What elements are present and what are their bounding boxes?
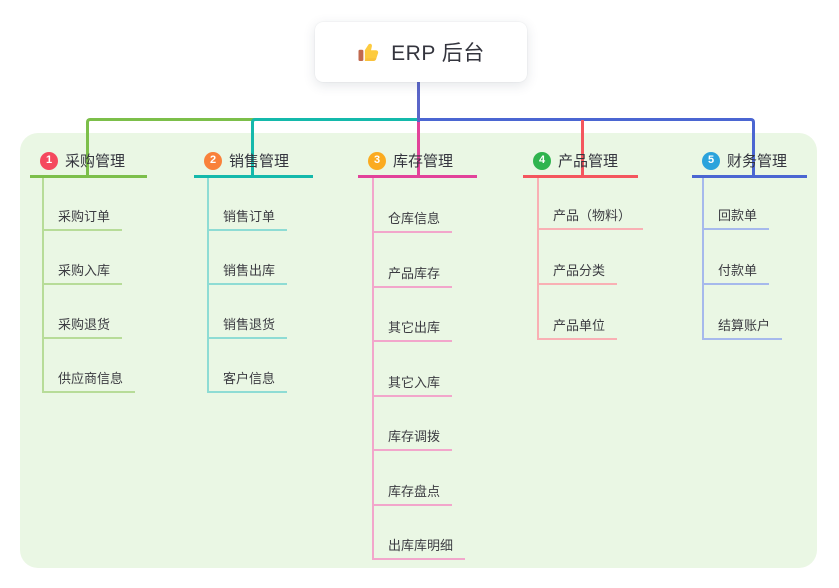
thumbs-up-icon (357, 40, 381, 64)
branch-node-label: 财务管理 (727, 153, 788, 170)
child-node[interactable]: 仓库信息 (372, 207, 453, 233)
branch-node-库存管理[interactable]: 3 库存管理 (358, 146, 477, 178)
branch-connector-line (581, 120, 584, 178)
branch-number-badge: 1 (40, 151, 58, 170)
root-node[interactable]: ERP 后台 (315, 22, 527, 82)
child-node[interactable]: 结算账户 (702, 314, 783, 340)
child-node[interactable]: 库存盘点 (372, 480, 453, 506)
branch-node-label: 采购管理 (65, 153, 126, 170)
branch-number-badge: 3 (368, 151, 386, 170)
child-node[interactable]: 采购入库 (42, 259, 123, 285)
branch-children-spine (537, 178, 539, 340)
child-node[interactable]: 销售出库 (207, 259, 288, 285)
branch-connector-line (419, 118, 755, 178)
child-node[interactable]: 销售订单 (207, 205, 288, 231)
child-node[interactable]: 其它出库 (372, 316, 453, 342)
child-node[interactable]: 销售退货 (207, 313, 288, 339)
branches-panel-background (20, 133, 817, 568)
child-node[interactable]: 出库库明细 (372, 534, 466, 560)
child-node[interactable]: 采购退货 (42, 313, 123, 339)
child-node[interactable]: 客户信息 (207, 367, 288, 393)
child-node[interactable]: 采购订单 (42, 205, 123, 231)
branch-node-产品管理[interactable]: 4 产品管理 (523, 146, 638, 178)
child-node[interactable]: 付款单 (702, 259, 770, 285)
child-node[interactable]: 产品单位 (537, 314, 618, 340)
branch-number-badge: 5 (702, 151, 720, 170)
branch-node-label: 销售管理 (229, 153, 290, 170)
child-node[interactable]: 其它入库 (372, 371, 453, 397)
child-node[interactable]: 供应商信息 (42, 367, 136, 393)
branch-node-label: 库存管理 (393, 153, 454, 170)
root-node-label: ERP 后台 (391, 42, 485, 65)
branch-number-badge: 4 (533, 151, 551, 170)
child-node[interactable]: 产品分类 (537, 259, 618, 285)
branch-children-spine (207, 178, 209, 393)
branch-connector-line (251, 118, 422, 178)
branch-node-财务管理[interactable]: 5 财务管理 (692, 146, 807, 178)
branch-node-销售管理[interactable]: 2 销售管理 (194, 146, 313, 178)
branch-node-采购管理[interactable]: 1 采购管理 (30, 146, 147, 178)
branch-node-label: 产品管理 (558, 153, 619, 170)
child-node[interactable]: 回款单 (702, 204, 770, 230)
child-node[interactable]: 库存调拨 (372, 425, 453, 451)
child-node[interactable]: 产品（物料） (537, 204, 644, 230)
branch-children-spine (702, 178, 704, 340)
branch-children-spine (42, 178, 44, 393)
branch-connector-line (417, 120, 420, 178)
root-connector-line (417, 82, 420, 122)
child-node[interactable]: 产品库存 (372, 262, 453, 288)
branch-children-spine (372, 178, 374, 560)
branch-number-badge: 2 (204, 151, 222, 170)
